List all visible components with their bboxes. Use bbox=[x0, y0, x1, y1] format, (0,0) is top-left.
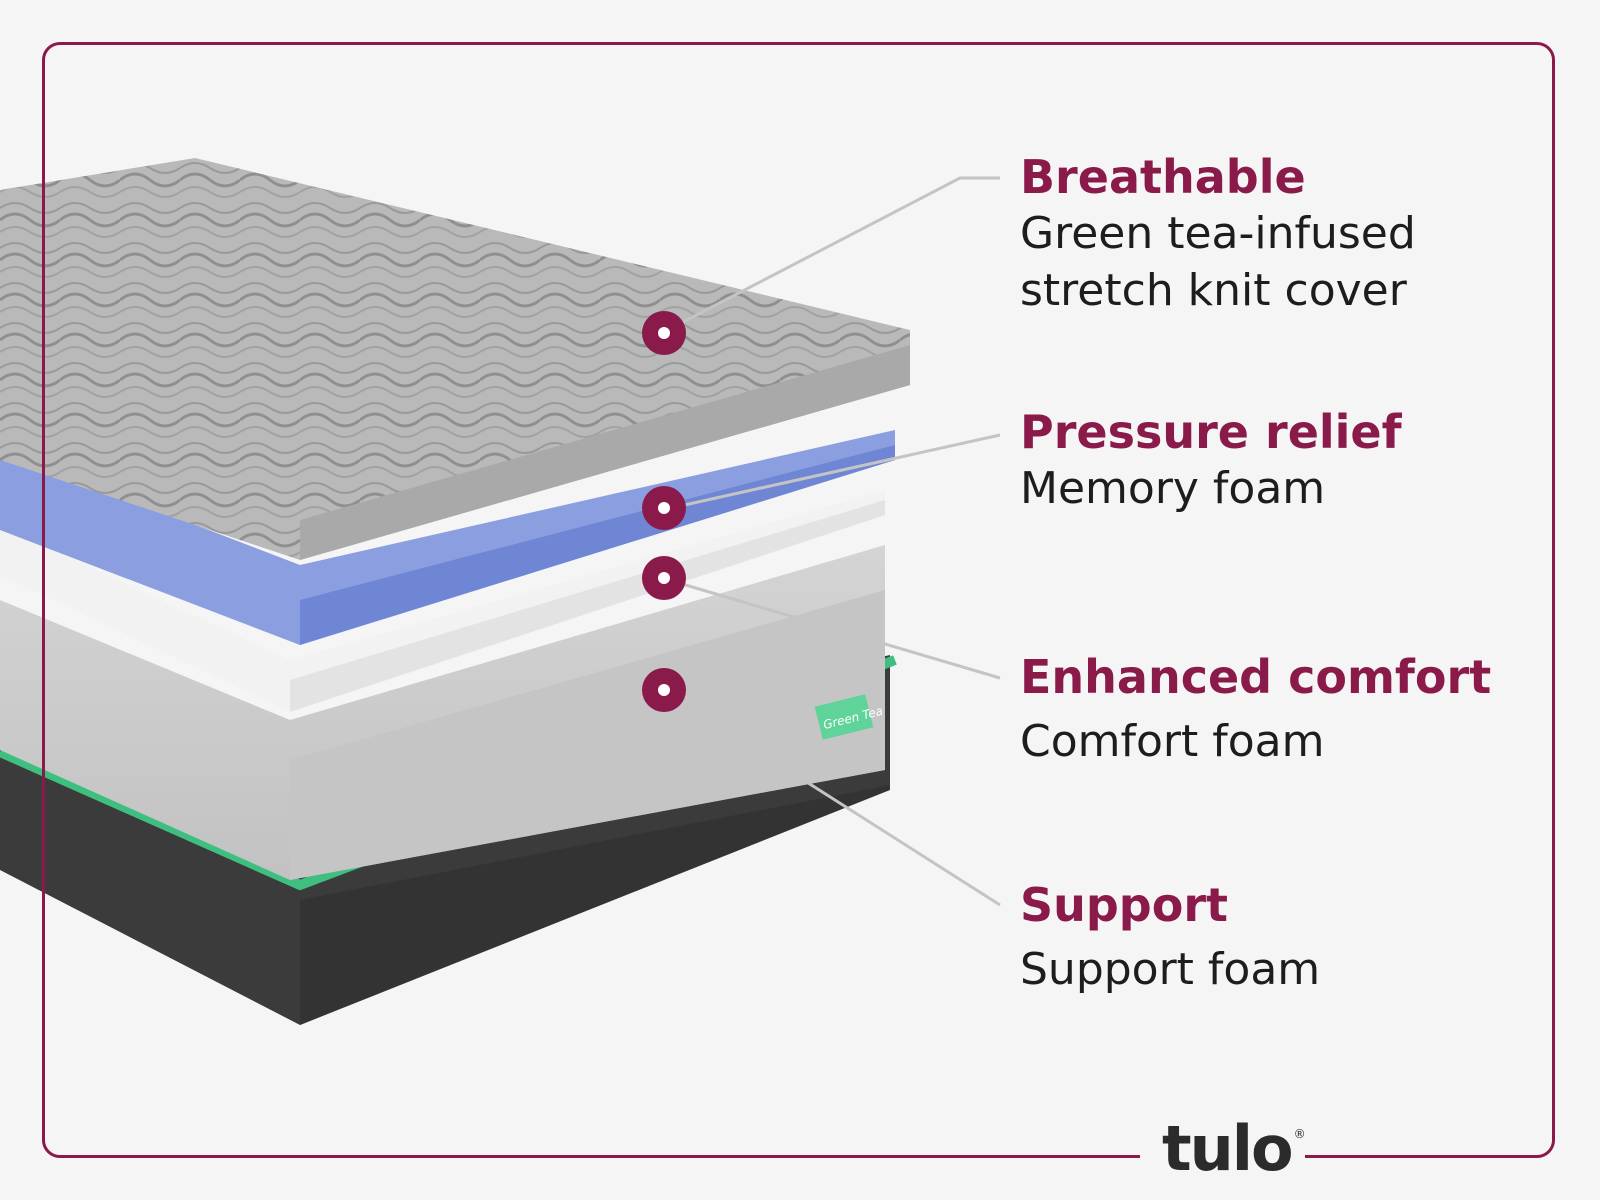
layer-description: Support foam bbox=[1020, 944, 1321, 996]
leader-line-support bbox=[661, 688, 1001, 907]
layer-title: Breathable bbox=[1020, 150, 1306, 204]
logo-backdrop bbox=[1140, 1130, 1305, 1190]
green-tea-tag bbox=[814, 694, 874, 740]
label-breathable: Breathable Green tea-infused stretch kni… bbox=[1020, 150, 1416, 320]
marker-enhanced-comfort bbox=[642, 556, 686, 600]
layer-description: Green tea-infused bbox=[1020, 208, 1416, 260]
layer-description: Comfort foam bbox=[1020, 716, 1325, 768]
label-pressure-relief: Pressure relief Memory foam bbox=[1020, 405, 1402, 517]
layer-title: Enhanced comfort bbox=[1020, 650, 1492, 704]
leader-line-pressure-relief bbox=[661, 433, 1001, 512]
leader-line-breathable bbox=[661, 176, 1000, 335]
layer-description: Memory foam bbox=[1020, 463, 1326, 515]
label-enhanced-comfort: Enhanced comfort Comfort foam bbox=[1020, 650, 1491, 770]
outline-frame bbox=[42, 42, 1555, 1158]
brand-logo-text: tulo bbox=[1162, 1112, 1294, 1185]
marker-support bbox=[642, 668, 686, 712]
layer-title: Pressure relief bbox=[1020, 405, 1402, 459]
memory-foam-layer bbox=[0, 430, 895, 645]
layer-title: Support bbox=[1020, 878, 1229, 932]
comfort-foam-layer: Green Tea bbox=[0, 545, 885, 880]
label-support: Support Support foam bbox=[1020, 878, 1320, 998]
brand-logo: tulo® bbox=[1162, 1118, 1306, 1180]
registered-mark: ® bbox=[1293, 1127, 1306, 1141]
marker-breathable bbox=[642, 311, 686, 355]
white-foam-layer bbox=[0, 490, 885, 712]
knit-cover-layer bbox=[0, 158, 910, 560]
leader-line-enhanced-comfort bbox=[661, 576, 1001, 680]
marker-pressure-relief bbox=[642, 486, 686, 530]
layer-description: stretch knit cover bbox=[1020, 265, 1407, 317]
